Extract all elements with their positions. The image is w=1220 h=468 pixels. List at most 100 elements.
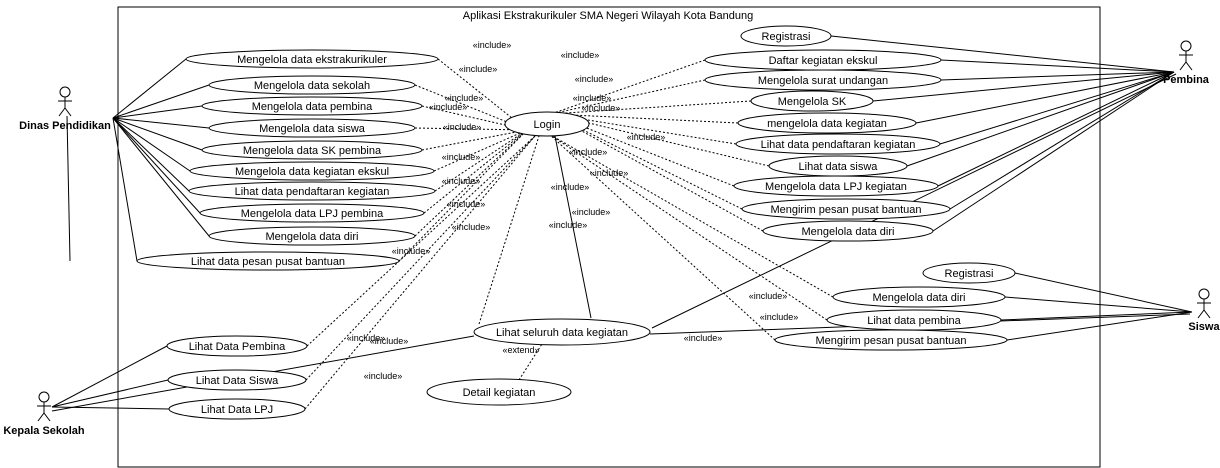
uc-dinas-2-label: Mengelola data pembina — [252, 101, 373, 113]
uc-pembina-1-label: Daftar kegiatan ekskul — [769, 55, 878, 67]
actor-pembina-leg-left — [1179, 61, 1187, 71]
include-label-dinas-1: «include» — [459, 64, 498, 74]
include-label-dinas-0: «include» — [473, 40, 512, 50]
actor-siswa-leg-left — [1197, 309, 1205, 319]
assoc-kepsek-0 — [51, 345, 168, 408]
assoc-dinas-4 — [112, 117, 203, 151]
uc-pembina-7: Mengelola data LPJ kegiatan — [733, 175, 939, 197]
uc-siswa-1: Mengelola data diri — [832, 286, 1006, 308]
uc-siswa-3-ellipse — [774, 329, 1008, 351]
uc-pembina-2-label: Mengelola surat undangan — [758, 75, 888, 87]
system-title: Aplikasi Ekstrakurikuler SMA Negeri Wila… — [463, 10, 753, 22]
assoc-pembina-7 — [937, 71, 1175, 187]
include-label-pembina-2: «include» — [575, 74, 614, 84]
uc-dinas-5-label: Mengelola data kegiatan ekskul — [235, 166, 389, 178]
actor-siswa-leg-right — [1203, 309, 1211, 319]
uc-dinas-7: Mengelola data LPJ pembina — [199, 203, 425, 223]
assoc-pembina-seluruh-kegiatan — [554, 135, 592, 319]
uc-dinas-1: Mengelola data sekolah — [208, 75, 416, 95]
actor-siswa-label: Siswa — [1188, 321, 1220, 333]
uc-lihat-seluruh-kegiatan-ellipse — [473, 318, 651, 346]
uc-pembina-0: Registrasi — [740, 25, 832, 47]
assoc-pembina-8 — [949, 71, 1175, 210]
include-pembina-4 — [550, 113, 739, 124]
uc-dinas-4-label: Mengelola data SK pembina — [243, 145, 382, 157]
actor-dinas-pendidikan-leg-left — [58, 107, 66, 117]
uc-pembina-8-label: Mengirim pesan pusat bantuan — [770, 204, 921, 216]
assoc-pembina-4 — [915, 71, 1175, 124]
extend-label: «extend» — [502, 345, 539, 355]
uc-pembina-3-ellipse — [750, 90, 874, 112]
assoc-dinas-2 — [112, 105, 203, 119]
actor-dinas-pendidikan-head — [59, 86, 71, 98]
uc-detail-kegiatan-label: Detail kegiatan — [463, 387, 536, 399]
include-label-kepsek-0: «include» — [347, 333, 386, 343]
actor-kepala-sekolah: Kepala Sekolah — [3, 391, 85, 437]
assoc-siswa-0 — [1014, 272, 1193, 313]
assoc-dinas-9 — [112, 117, 138, 262]
assoc-dinas-7 — [112, 117, 201, 214]
uc-dinas-8-ellipse — [208, 226, 416, 246]
actor-dinas-pendidikan-leg-right — [64, 107, 72, 117]
uc-pembina-4: mengelola data kegiatan — [737, 112, 917, 134]
uc-kepsek-2: Lihat Data LPJ — [168, 398, 306, 420]
include-dinas-9 — [398, 129, 528, 262]
uc-pembina-5-label: Lihat data pendaftaran kegiatan — [761, 139, 916, 151]
uc-detail-kegiatan: Detail kegiatan — [426, 378, 572, 406]
uc-pembina-6: Lihat data siswa — [768, 155, 908, 177]
include-label-pembina-4: «include» — [573, 93, 612, 103]
uc-siswa-3-label: Mengirim pesan pusat bantuan — [815, 335, 966, 347]
include-label-dinas-8: «include» — [452, 222, 491, 232]
uc-dinas-7-label: Mengelola data LPJ pembina — [241, 208, 384, 220]
actor-dinas-pendidikan-label: Dinas Pendidikan — [19, 120, 111, 132]
include-pembina-1 — [550, 59, 706, 115]
uc-dinas-8-label: Mengelola data diri — [266, 231, 359, 243]
uc-pembina-4-label: mengelola data kegiatan — [767, 118, 887, 130]
extend-detail — [518, 343, 543, 381]
assoc-pembina-2 — [940, 71, 1175, 81]
include-label-dinas-2: «include» — [445, 93, 484, 103]
include-dinas-5 — [433, 129, 528, 172]
uc-kepsek-1-ellipse — [167, 369, 307, 391]
assoc-dinas-6 — [112, 117, 190, 192]
uc-dinas-1-label: Mengelola data sekolah — [254, 80, 370, 92]
uc-kepsek-2-ellipse — [168, 398, 306, 420]
uc-pembina-8-ellipse — [741, 198, 951, 220]
actor-siswa: Siswa — [1188, 288, 1220, 333]
assoc-siswa-1 — [1004, 296, 1193, 313]
assoc-siswa-3 — [1006, 311, 1193, 341]
uc-dinas-7-ellipse — [199, 203, 425, 223]
include-label-pembina-3: «include» — [582, 103, 621, 113]
include-pembina-7 — [550, 113, 735, 187]
uc-pembina-7-label: Mengelola data LPJ kegiatan — [765, 181, 907, 193]
uc-dinas-8: Mengelola data diri — [208, 226, 416, 246]
uc-pembina-9-label: Mengelola data diri — [802, 226, 895, 238]
assoc-dinas-3 — [112, 117, 210, 129]
include-pembina-6 — [550, 113, 770, 167]
assoc-dinas-5 — [112, 117, 191, 172]
uc-dinas-6-ellipse — [188, 181, 436, 201]
uc-dinas-9-label: Lihat data pesan pusat bantuan — [191, 256, 345, 268]
actor-pembina-leg-right — [1185, 61, 1193, 71]
uc-pembina-2-ellipse — [704, 69, 942, 91]
include-label-pembina-1: «include» — [561, 50, 600, 60]
assoc-dinas-down — [66, 115, 71, 262]
assoc-dinas-0 — [112, 58, 187, 119]
uc-detail-kegiatan-ellipse — [426, 378, 572, 406]
assoc-pembina-6 — [906, 71, 1175, 167]
uc-pembina-3: Mengelola SK — [750, 90, 874, 112]
assoc-dinas-8 — [112, 117, 210, 237]
uc-dinas-0: Mengelola data ekstrakurikuler — [185, 49, 439, 69]
include-pembina-9 — [550, 113, 764, 232]
include-label-dinas-7: «include» — [447, 199, 486, 209]
uc-pembina-3-label: Mengelola SK — [778, 96, 847, 108]
include-dinas-3 — [414, 127, 528, 131]
uc-dinas-3: Mengelola data siswa — [208, 118, 416, 138]
uc-dinas-1-ellipse — [208, 75, 416, 95]
uc-siswa-2: Lihat data pembina — [826, 309, 1002, 331]
include-siswa-3 — [548, 133, 776, 341]
actor-pembina-head — [1180, 40, 1192, 52]
relation-labels: «include»«include»«include»«include»«inc… — [347, 40, 799, 381]
